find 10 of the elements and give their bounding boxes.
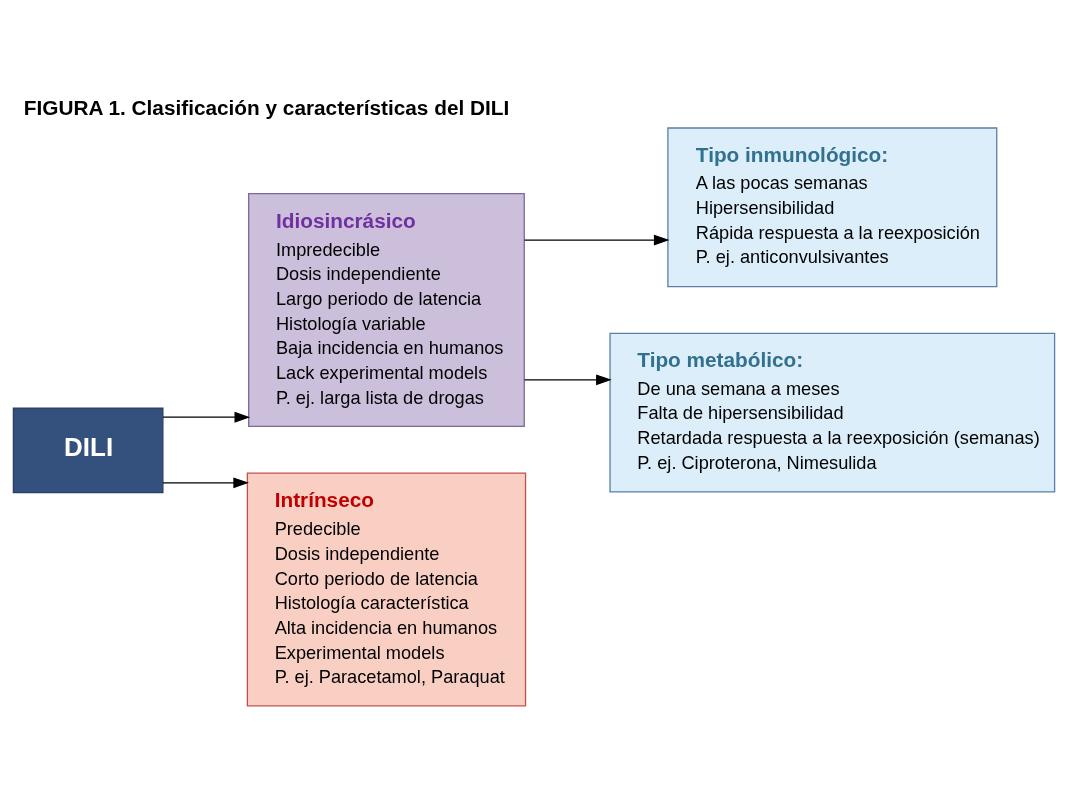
node-box: Idiosincrásico Impredecible Dosis independiente Largo periodo de latencia Histología variable Baja incidencia en humanos Lack experimental models P. ej. larga lista de drogas xyxy=(248,193,525,427)
diagram-title: FIGURA 1. Clasificación y características del DILI xyxy=(23,95,510,119)
arrow xyxy=(523,234,670,246)
arrow xyxy=(523,374,612,386)
arrow xyxy=(162,411,251,423)
node-box: Intrínseco Predecible Dosis independiente Corto periodo de latencia Histología característica Alta incidencia en humanos Experimental models P. ej. Paracetamol, Paraquat xyxy=(246,472,527,707)
arrow xyxy=(162,477,249,489)
node-box: Tipo metabólico: De una semana a meses Falta de hipersensibilidad Retardada respuesta a la reexposición (semanas) P. ej. Ciproterona, Nimesulida xyxy=(609,332,1056,493)
node-box: DILI xyxy=(12,407,164,494)
node-box: Tipo inmunológico: A las pocas semanas Hipersensibilidad Rápida respuesta a la reexposición P. ej. anticonvulsivantes xyxy=(667,127,998,288)
